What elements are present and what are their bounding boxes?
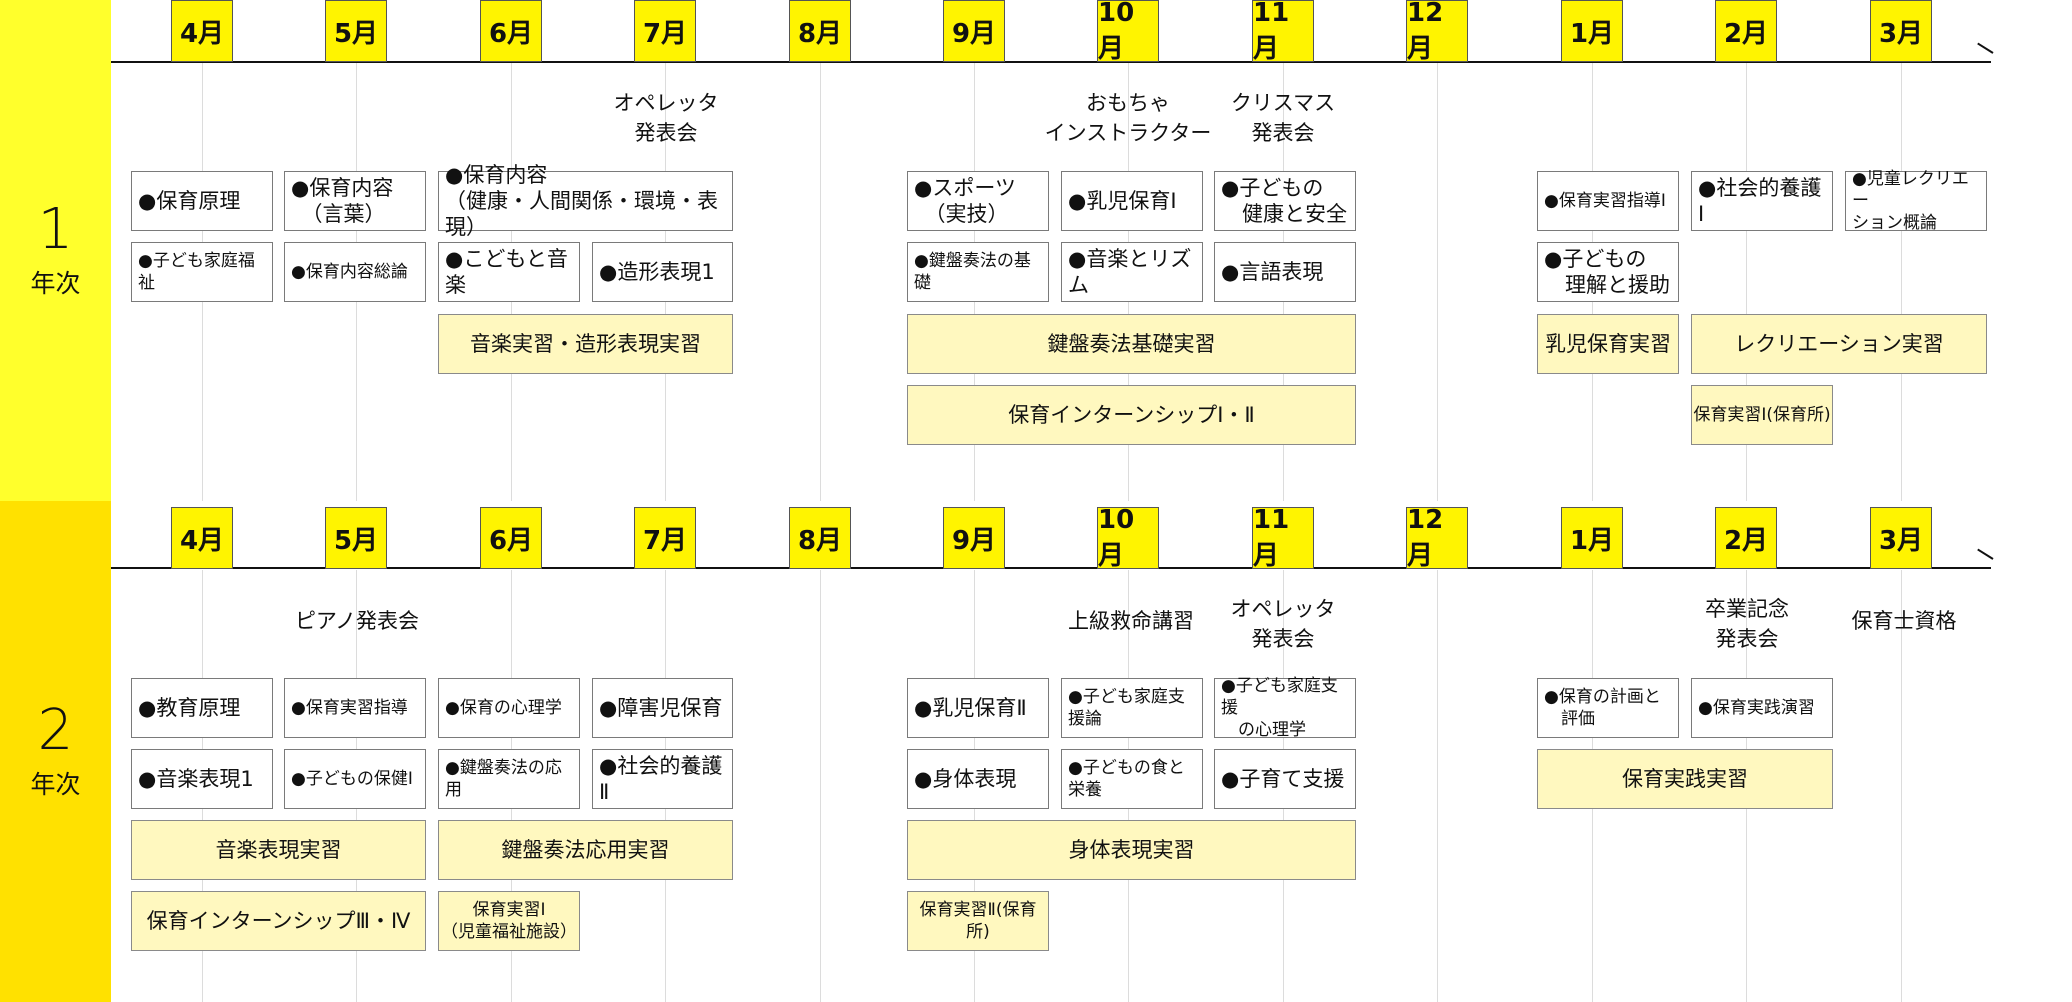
course-box: ●保育の心理学 bbox=[438, 678, 580, 738]
practice-box: 音楽実習・造形表現実習 bbox=[438, 314, 733, 374]
practice-box: 保育実践実習 bbox=[1537, 749, 1833, 809]
month-label: 5月 bbox=[325, 507, 387, 569]
course-box: ●スポーツ （実技） bbox=[907, 171, 1049, 231]
year1-number: 1 bbox=[37, 196, 74, 262]
month-label: 4月 bbox=[171, 507, 233, 569]
course-box: ●音楽表現1 bbox=[131, 749, 273, 809]
month-label: 6月 bbox=[480, 0, 542, 62]
course-box: ●子どもの 理解と援助 bbox=[1537, 242, 1679, 302]
course-box: ●子ども家庭支援論 bbox=[1061, 678, 1203, 738]
month-label: 9月 bbox=[943, 0, 1005, 62]
year1-timeline-axis bbox=[111, 61, 1991, 63]
course-box: ●乳児保育Ⅱ bbox=[907, 678, 1049, 738]
course-box: ●保育実習指導 bbox=[284, 678, 426, 738]
course-box: ●児童レクリエー ション概論 bbox=[1845, 169, 1987, 233]
event-first-aid: 上級救命講習 bbox=[1068, 609, 1194, 633]
course-box: ●子育て支援 bbox=[1214, 749, 1356, 809]
course-box: ●子ども家庭福祉 bbox=[131, 242, 273, 302]
month-label: 3月 bbox=[1870, 0, 1932, 62]
course-box: ●教育原理 bbox=[131, 678, 273, 738]
practice-box: 保育実習Ⅰ （児童福祉施設） bbox=[438, 891, 580, 951]
course-box: ●障害児保育 bbox=[592, 678, 733, 738]
event-graduation: 卒業記念 発表会 bbox=[1705, 597, 1789, 651]
month-label: 11月 bbox=[1252, 0, 1314, 64]
course-box: ●造形表現1 bbox=[592, 242, 733, 302]
month-label: 11月 bbox=[1252, 505, 1314, 571]
course-box: ●保育内容 （健康・人間関係・環境・表現） bbox=[438, 163, 733, 239]
course-box: ●保育実習指導Ⅰ bbox=[1537, 171, 1679, 231]
month-label: 7月 bbox=[634, 507, 696, 569]
month-label: 12月 bbox=[1406, 505, 1468, 571]
year1-axis-arrow bbox=[1977, 42, 1994, 54]
practice-box: 保育実習Ⅰ(保育所) bbox=[1691, 385, 1833, 445]
event-piano: ピアノ発表会 bbox=[294, 609, 420, 633]
year2-number: 2 bbox=[37, 697, 74, 763]
month-label: 2月 bbox=[1715, 507, 1777, 569]
course-box: ●乳児保育Ⅰ bbox=[1061, 171, 1203, 231]
gridline bbox=[1437, 570, 1438, 1002]
month-label: 12月 bbox=[1406, 0, 1468, 64]
month-label: 7月 bbox=[634, 0, 696, 62]
year1-band: 1 年次 bbox=[0, 0, 111, 501]
gridline bbox=[820, 570, 821, 1002]
month-label: 3月 bbox=[1870, 507, 1932, 569]
course-box: ●身体表現 bbox=[907, 749, 1049, 809]
gridline bbox=[1901, 62, 1902, 501]
gridline bbox=[1437, 62, 1438, 501]
event-christmas: クリスマス 発表会 bbox=[1230, 91, 1336, 145]
course-box: ●言語表現 bbox=[1214, 242, 1356, 302]
practice-box: 鍵盤奏法基礎実習 bbox=[907, 314, 1356, 374]
year1-label: 年次 bbox=[30, 268, 81, 298]
course-box: ●鍵盤奏法の基礎 bbox=[907, 242, 1049, 302]
course-box: ●鍵盤奏法の応用 bbox=[438, 749, 580, 809]
course-box: ●こどもと音楽 bbox=[438, 242, 580, 302]
course-box: ●音楽とリズム bbox=[1061, 242, 1203, 302]
year2-label: 年次 bbox=[30, 769, 81, 799]
practice-box: 乳児保育実習 bbox=[1537, 314, 1679, 374]
course-box: ●社会的養護Ⅱ bbox=[592, 749, 733, 809]
year2-band: 2 年次 bbox=[0, 501, 111, 1002]
practice-box: 保育実習Ⅱ(保育所) bbox=[907, 891, 1049, 951]
course-box: ●保育内容総論 bbox=[284, 242, 426, 302]
practice-box: 鍵盤奏法応用実習 bbox=[438, 820, 733, 880]
course-box: ●保育の計画と 評価 bbox=[1537, 678, 1679, 738]
month-label: 5月 bbox=[325, 0, 387, 62]
practice-box: 身体表現実習 bbox=[907, 820, 1356, 880]
month-label: 6月 bbox=[480, 507, 542, 569]
event-toy-instructor: おもちゃ インストラクター bbox=[1044, 91, 1212, 145]
course-box: ●社会的養護Ⅰ bbox=[1691, 171, 1833, 231]
month-label: 10月 bbox=[1097, 505, 1159, 571]
course-box: ●子どもの食と栄養 bbox=[1061, 749, 1203, 809]
course-box: ●保育実践演習 bbox=[1691, 678, 1833, 738]
event-operetta: オペレッタ 発表会 bbox=[1230, 597, 1336, 651]
month-label: 1月 bbox=[1561, 507, 1623, 569]
month-label: 8月 bbox=[789, 507, 851, 569]
month-label: 9月 bbox=[943, 507, 1005, 569]
course-box: ●子どもの 健康と安全 bbox=[1214, 171, 1356, 231]
practice-box: レクリエーション実習 bbox=[1691, 314, 1987, 374]
gridline bbox=[1901, 570, 1902, 1002]
practice-box: 保育インターンシップⅠ・Ⅱ bbox=[907, 385, 1356, 445]
event-license: 保育士資格 bbox=[1851, 609, 1957, 633]
month-label: 1月 bbox=[1561, 0, 1623, 62]
course-box: ●子ども家庭支援 の心理学 bbox=[1214, 676, 1356, 740]
month-label: 10月 bbox=[1097, 0, 1159, 64]
practice-box: 保育インターンシップⅢ・Ⅳ bbox=[131, 891, 426, 951]
year2-timeline-axis bbox=[111, 567, 1991, 569]
year2-axis-arrow bbox=[1977, 548, 1994, 560]
course-box: ●子どもの保健Ⅰ bbox=[284, 749, 426, 809]
month-label: 8月 bbox=[789, 0, 851, 62]
practice-box: 音楽表現実習 bbox=[131, 820, 426, 880]
gridline bbox=[1746, 62, 1747, 501]
gridline bbox=[820, 62, 821, 501]
course-box: ●保育内容 （言葉） bbox=[284, 171, 426, 231]
month-label: 2月 bbox=[1715, 0, 1777, 62]
event-operetta: オペレッタ 発表会 bbox=[613, 91, 719, 145]
month-label: 4月 bbox=[171, 0, 233, 62]
course-box: ●保育原理 bbox=[131, 171, 273, 231]
